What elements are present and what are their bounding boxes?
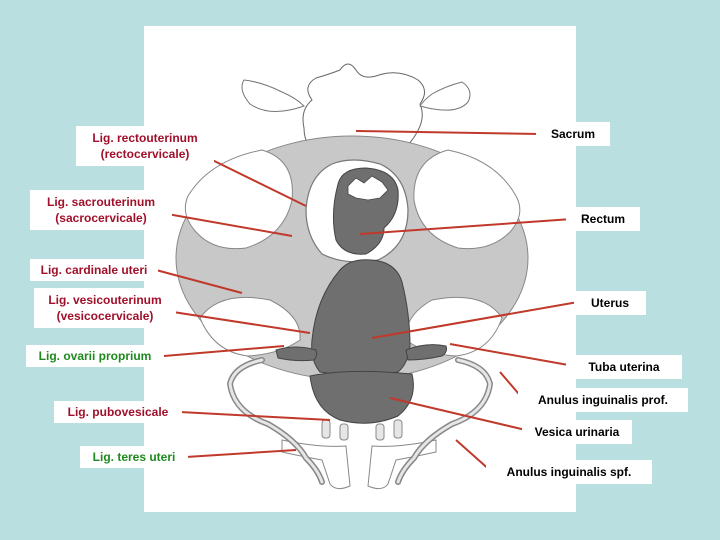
pointer-lig-vesicouterinum (159, 309, 311, 334)
label-lig-sacrouterinum-line1: Lig. sacrouterinum (46, 195, 156, 209)
label-anulus-prof: Anulus inguinalis prof. (518, 388, 688, 412)
pointer-lig-ovarii (163, 345, 285, 357)
rectum-lumen (347, 175, 389, 201)
label-vesica: Vesica urinaria (522, 420, 632, 444)
label-lig-vesicouterinum-line2: (vesicocervicale) (56, 309, 154, 323)
pubovesical-strips (321, 419, 403, 441)
label-lig-vesicouterinum-line1: Lig. vesicouterinum (48, 293, 162, 307)
label-rectum: Rectum (566, 207, 640, 231)
label-uterus: Uterus (574, 291, 646, 315)
sacral-wing-right (419, 81, 471, 111)
label-tuba: Tuba uterina (566, 355, 682, 379)
label-lig-sacrouterinum: Lig. sacrouterinum (sacrocervicale) (30, 190, 172, 230)
label-lig-vesicouterinum: Lig. vesicouterinum (vesicocervicale) (34, 288, 176, 328)
teres-ligament-right-inner (396, 358, 492, 484)
label-lig-rectouterinum-line2: (rectocervicale) (100, 147, 190, 161)
label-anulus-spf: Anulus inguinalis spf. (486, 460, 652, 484)
label-lig-sacrouterinum-line2: (sacrocervicale) (55, 211, 147, 225)
pointer-tuba (449, 343, 575, 367)
tuba-right (405, 344, 447, 361)
pointer-lig-rectouterinum (195, 151, 307, 207)
label-lig-rectouterinum-line1: Lig. rectouterinum (92, 131, 198, 145)
label-lig-teres: Lig. teres uteri (80, 446, 188, 468)
teres-ligament-left-inner (228, 358, 324, 484)
label-lig-rectouterinum: Lig. rectouterinum (rectocervicale) (76, 126, 214, 166)
label-lig-ovarii: Lig. ovarii proprium (26, 345, 164, 367)
label-lig-pubovesicale: Lig. pubovesicale (54, 401, 182, 423)
tuba-left (275, 346, 318, 362)
pointer-vesica (389, 397, 531, 432)
sacral-wing-left (241, 79, 305, 112)
label-lig-cardinale: Lig. cardinale uteri (30, 259, 158, 281)
pointer-lig-pubovesicale (179, 411, 331, 421)
pointer-uterus (371, 301, 579, 339)
uterus (311, 259, 411, 376)
label-sacrum: Sacrum (536, 122, 610, 146)
pointer-lig-teres (185, 449, 297, 458)
pointer-lig-sacrouterinum (155, 211, 293, 237)
pointer-lig-cardinale (155, 269, 243, 294)
urinary-bladder (309, 370, 414, 424)
pointer-rectum (359, 218, 573, 235)
space-left-upper (184, 149, 293, 250)
pointer-lines (155, 130, 579, 473)
pointer-sacrum (355, 130, 541, 135)
